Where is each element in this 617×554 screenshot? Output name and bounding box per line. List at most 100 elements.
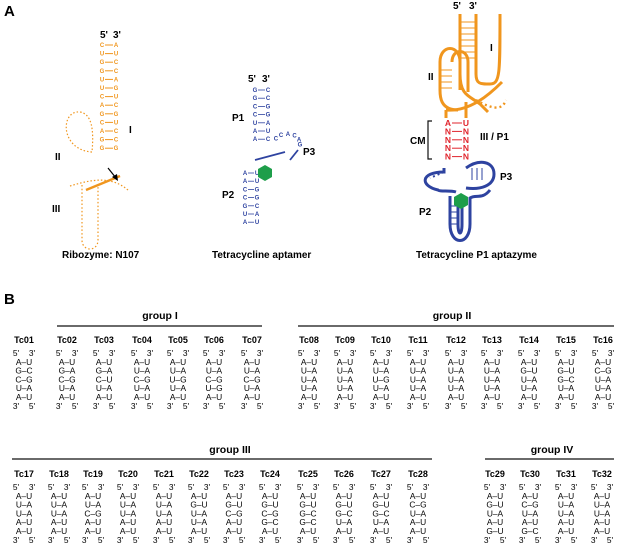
base-pair-row: A–U [16, 357, 32, 367]
strand-end-3prime: 3' [607, 482, 614, 492]
base-pair-row: A–U [558, 392, 574, 402]
tetracycline-ligand-icon [258, 165, 272, 181]
base-pair-row: A–U [170, 357, 186, 367]
strand-end-5prime: 5' [188, 482, 195, 492]
strand-end-5prime: 5' [370, 348, 377, 358]
strand-end-5prime: 5' [167, 348, 174, 358]
aptazyme-stem-ii-inner [450, 50, 470, 92]
cm-nucleotide: N [445, 126, 451, 136]
cm-nucleotide: N [445, 135, 451, 145]
group-title: group II [433, 310, 472, 322]
aptamer-nucleotide: U [255, 220, 259, 226]
base-pair-row: A–U [156, 491, 172, 501]
aptazyme-5prime: 5' [453, 1, 461, 12]
strand-end-5prime: 5' [386, 401, 393, 411]
construct-name: Tc21 [154, 469, 174, 479]
strand-end-5prime: 5' [297, 482, 304, 492]
base-pair-row: U–A [487, 508, 504, 518]
construct-name: Tc28 [408, 469, 428, 479]
strand-end-3prime: 3' [423, 348, 430, 358]
ribozyme-nucleotide: C [100, 43, 105, 49]
ribozyme-label-ii: II [55, 152, 61, 163]
strand-end-5prime: 5' [484, 482, 491, 492]
cm-nucleotide: N [463, 152, 469, 162]
base-pair-row: U–A [301, 366, 318, 376]
construct-name: Tc02 [57, 335, 77, 345]
aptamer-nucleotide: A [243, 220, 248, 226]
strand-end-5prime: 5' [534, 401, 541, 411]
base-pair-row: U–A [51, 508, 68, 518]
strand-end-5prime: 5' [497, 401, 504, 411]
base-pair-row: A–U [448, 392, 464, 402]
base-pair-row: G–U [486, 500, 503, 510]
base-pair-row: C–G [594, 366, 611, 376]
aptamer-p3-nucleotide: A [286, 132, 291, 138]
base-pair-row: A–U [594, 517, 610, 527]
strand-end-3prime: 3' [497, 348, 504, 358]
strand-end-5prime: 5' [204, 535, 211, 545]
aptamer-p3-nucleotide: G [298, 142, 303, 148]
aptamer-p3-nucleotide: C [274, 136, 279, 142]
base-pair-row: U–A [206, 366, 223, 376]
base-pair-row: U–A [410, 374, 427, 384]
construct-name: Tc01 [14, 335, 34, 345]
strand-end-3prime: 3' [386, 348, 393, 358]
base-pair-row: A–U [373, 491, 389, 501]
base-pair-row: A–U [85, 517, 101, 527]
base-pair-row: C–G [261, 508, 278, 518]
construct-name: Tc15 [556, 335, 576, 345]
ribozyme-nucleotide: A [100, 103, 105, 109]
strand-end-3prime: 3' [204, 482, 211, 492]
construct-name: Tc14 [519, 335, 539, 345]
construct-name: Tc07 [242, 335, 262, 345]
construct-name: Tc20 [118, 469, 138, 479]
ribozyme-label-i: I [129, 125, 132, 136]
strand-end-3prime: 3' [72, 348, 79, 358]
base-pair-row: G–A [59, 366, 76, 376]
base-pair-row: A–U [16, 517, 32, 527]
aptamer-label-p2: P2 [222, 190, 235, 201]
strand-end-5prime: 5' [350, 401, 357, 411]
base-pair-row: A–U [51, 517, 67, 527]
strand-end-3prime: 3' [169, 482, 176, 492]
strand-end-3prime: 3' [275, 482, 282, 492]
strand-end-5prime: 5' [131, 348, 138, 358]
base-pair-row: A–U [226, 517, 242, 527]
strand-end-3prime: 3' [153, 535, 160, 545]
aptazyme-stem-p2 [448, 188, 492, 242]
base-pair-row: A–U [336, 491, 352, 501]
base-pair-row: A–U [120, 526, 136, 536]
aptazyme-label-p2: P2 [419, 207, 432, 218]
strand-end-5prime: 5' [386, 535, 393, 545]
base-pair-row: A–U [226, 526, 242, 536]
strand-end-5prime: 5' [223, 482, 230, 492]
strand-end-5prime: 5' [241, 348, 248, 358]
base-pair-row: U–A [156, 508, 173, 518]
strand-end-5prime: 5' [571, 401, 578, 411]
strand-end-5prime: 5' [183, 401, 190, 411]
base-pair-row: U–A [16, 508, 33, 518]
construct-name: Tc10 [371, 335, 391, 345]
base-pair-row: A–U [170, 392, 186, 402]
base-pair-row: U–A [373, 383, 390, 393]
strand-end-3prime: 3' [259, 535, 266, 545]
aptamer-p3-nucleotide: C [279, 133, 284, 139]
strand-end-3prime: 3' [555, 401, 562, 411]
strand-end-5prime: 5' [535, 535, 542, 545]
strand-end-5prime: 5' [29, 535, 36, 545]
aptamer-caption: Tetracycline aptamer [212, 250, 311, 261]
base-pair-row: C–G [409, 500, 426, 510]
ribozyme-loop-ii [65, 111, 94, 153]
strand-end-3prime: 3' [29, 482, 36, 492]
construct-name: Tc30 [520, 469, 540, 479]
aptamer-nucleotide: A [266, 121, 271, 127]
strand-end-3prime: 3' [350, 348, 357, 358]
strand-end-5prime: 5' [147, 401, 154, 411]
ribozyme-label-iii: III [52, 204, 61, 215]
strand-end-3prime: 3' [591, 535, 598, 545]
strand-end-5prime: 5' [481, 348, 488, 358]
base-pair-row: U–A [96, 383, 113, 393]
base-pair-row: A–U [16, 491, 32, 501]
aptamer-nucleotide: A [253, 137, 258, 143]
